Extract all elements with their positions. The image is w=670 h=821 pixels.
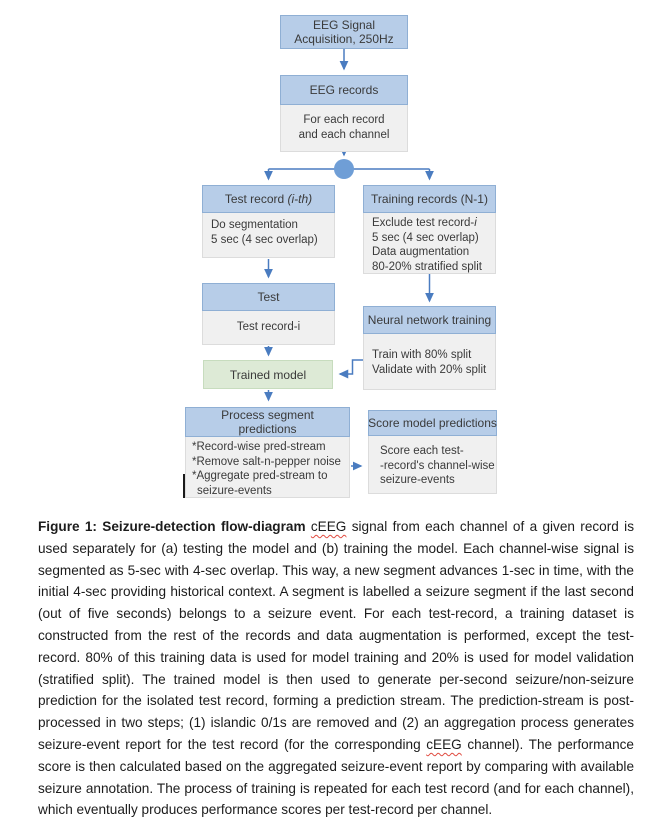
node-body-line: 80-20% stratified split <box>372 260 482 273</box>
node-score-body: Score each test- -record's channel-wise … <box>368 436 497 494</box>
node-label-line: Neural network training <box>367 313 492 327</box>
node-label-line: EEG records <box>309 83 379 97</box>
text-cursor <box>183 474 185 498</box>
caption-bold-lead: Figure 1: Seizure-detection flow-diagram <box>38 519 311 534</box>
node-label-line: Process segment <box>221 408 314 422</box>
node-training-records-header: Training records (N-1) <box>363 185 496 213</box>
node-process-body: *Record-wise pred-stream *Remove salt-n-… <box>185 437 350 498</box>
caption-misspelled-term: cEEG <box>310 519 347 534</box>
caption-misspelled-term: cEEG <box>426 736 462 752</box>
node-body-line: *Record-wise pred-stream <box>192 441 326 453</box>
caption-text: signal from each channel of a given reco… <box>38 519 634 752</box>
node-label-line: Test <box>257 290 280 304</box>
node-eeg-signal-header: EEG Signal Acquisition, 250Hz <box>280 15 408 49</box>
node-test-record-header: Test record (i-th) <box>202 185 335 213</box>
node-eeg-records-body: For each record and each channel <box>280 105 408 152</box>
node-process-header: Process segment predictions <box>185 407 350 437</box>
node-score-header: Score model predictions <box>368 410 497 436</box>
node-body-line: -record's channel-wise <box>380 459 495 472</box>
node-label-line: Trained model <box>229 367 307 382</box>
node-body-line: and each channel <box>298 129 390 141</box>
body-text: Exclude test record- <box>372 217 475 229</box>
node-eeg-records: EEG records For each record and each cha… <box>280 75 408 152</box>
figure-caption: Figure 1: Seizure-detection flow-diagram… <box>38 516 634 821</box>
node-body-line: 5 sec (4 sec overlap) <box>211 233 318 246</box>
flow-diagram: EEG Signal Acquisition, 250Hz EEG record… <box>183 15 497 498</box>
node-label-line: Test record (i-th) <box>225 192 312 206</box>
node-training-records: Training records (N-1) Exclude test reco… <box>363 185 496 274</box>
header-italic-text: (i-th) <box>287 192 313 206</box>
node-test: Test Test record-i <box>202 283 335 345</box>
node-body-line: seizure-events <box>197 484 272 497</box>
node-body-line: Validate with 20% split <box>372 363 487 376</box>
node-body-line: Score each test- <box>380 445 464 457</box>
header-text: Test record <box>224 192 288 206</box>
node-label-line: Acquisition, 250Hz <box>294 32 394 46</box>
node-trained-model: Trained model <box>203 360 333 389</box>
node-body-line: *Aggregate pred-stream to <box>192 470 328 483</box>
node-eeg-records-header: EEG records <box>280 75 408 105</box>
node-body-line: Do segmentation <box>211 219 298 231</box>
node-body-line: Exclude test record-i <box>372 216 491 231</box>
node-body-line: *Remove salt-n-pepper noise <box>192 455 341 468</box>
node-label-line: predictions <box>238 422 297 436</box>
node-process-segment-predictions: Process segment predictions *Record-wise… <box>185 407 350 498</box>
node-neural-network-training: Neural network training Train with 80% s… <box>363 306 496 390</box>
node-score-model-predictions: Score model predictions Score each test-… <box>368 410 497 494</box>
node-test-record-body: Do segmentation 5 sec (4 sec overlap) <box>202 213 335 258</box>
body-italic-text: i <box>474 217 477 229</box>
node-body-line: seizure-events <box>380 474 455 487</box>
branch-circle <box>334 159 354 179</box>
caption-text: channel). The performance score is then … <box>38 736 634 818</box>
node-body-line: Train with 80% split <box>372 349 472 361</box>
node-body-line: For each record <box>303 114 385 127</box>
node-nn-training-body: Train with 80% split Validate with 20% s… <box>363 334 496 390</box>
node-eeg-signal-acquisition: EEG Signal Acquisition, 250Hz <box>280 15 408 49</box>
node-body-line: Data augmentation <box>372 246 470 259</box>
node-nn-training-header: Neural network training <box>363 306 496 334</box>
node-body-line: 5 sec (4 sec overlap) <box>372 231 479 244</box>
node-test-body: Test record-i <box>202 311 335 345</box>
node-label-line: Score model predictions <box>368 416 497 430</box>
node-test-header: Test <box>202 283 335 311</box>
node-label-line: EEG Signal <box>312 18 376 32</box>
node-label-line: Training records (N-1) <box>371 192 488 206</box>
node-test-record: Test record (i-th) Do segmentation 5 sec… <box>202 185 335 258</box>
node-body-line: Test record-i <box>236 321 301 334</box>
node-training-records-body: Exclude test record-i 5 sec (4 sec overl… <box>363 213 496 274</box>
